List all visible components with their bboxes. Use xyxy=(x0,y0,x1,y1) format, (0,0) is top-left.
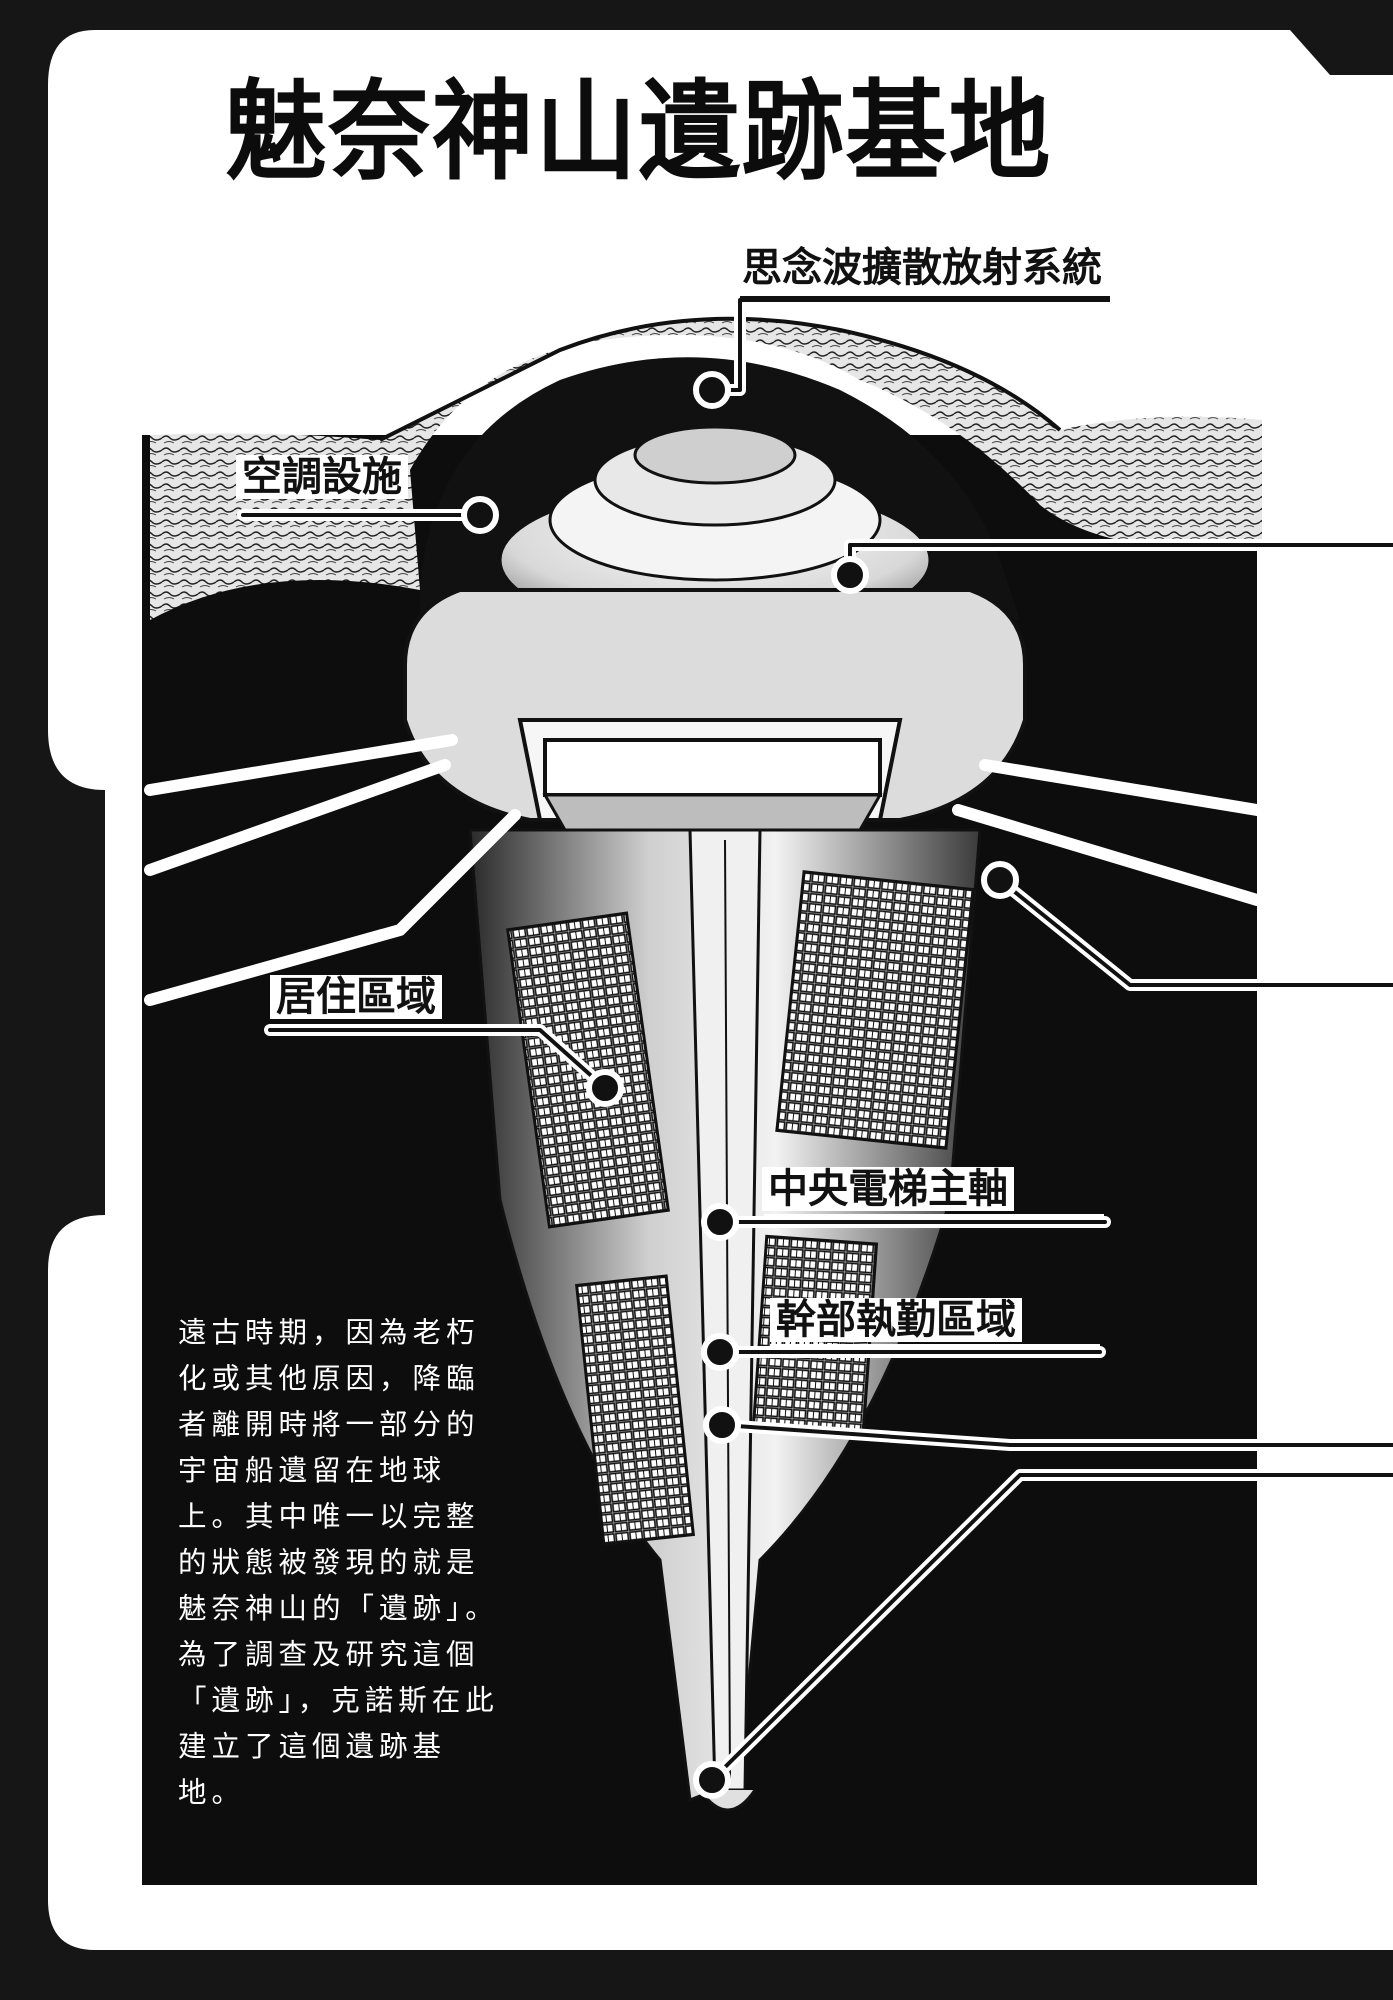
label-central-elevator: 中央電梯主軸 xyxy=(762,1167,1014,1211)
label-residential-area: 居住區域 xyxy=(270,975,442,1019)
description-line: 遠古時期，因為老朽 xyxy=(178,1316,480,1349)
surface-terrain xyxy=(150,318,1262,620)
description-line: 地。 xyxy=(178,1776,246,1809)
description-line: 魅奈神山的「遺跡」。 xyxy=(178,1592,499,1625)
description-line: 建立了這個遺跡基 xyxy=(178,1730,447,1763)
label-psionic-system: 思念波擴散放射系統 xyxy=(742,245,1102,291)
description-line: 宇宙船遺留在地球 xyxy=(178,1454,447,1487)
page-title: 魅奈神山遺跡基地 xyxy=(225,70,1053,195)
callout-markers xyxy=(461,371,1019,1799)
description-line: 為了調查及研究這個 xyxy=(178,1638,480,1671)
description-text: 遠古時期，因為老朽 化或其他原因，降臨 者離開時將一部分的 宇宙船遺留在地球 上… xyxy=(178,1310,508,1816)
description-line: 的狀態被發現的就是 xyxy=(178,1546,480,1579)
label-air-conditioning: 空調設施 xyxy=(236,455,408,499)
description-line: 化或其他原因，降臨 xyxy=(178,1362,480,1395)
description-line: 「遺跡」，克諾斯在此 xyxy=(178,1684,499,1717)
label-executive-area: 幹部執勤區域 xyxy=(770,1298,1022,1342)
description-line: 上。其中唯一以完整 xyxy=(178,1500,480,1533)
description-line: 者離開時將一部分的 xyxy=(178,1408,480,1441)
